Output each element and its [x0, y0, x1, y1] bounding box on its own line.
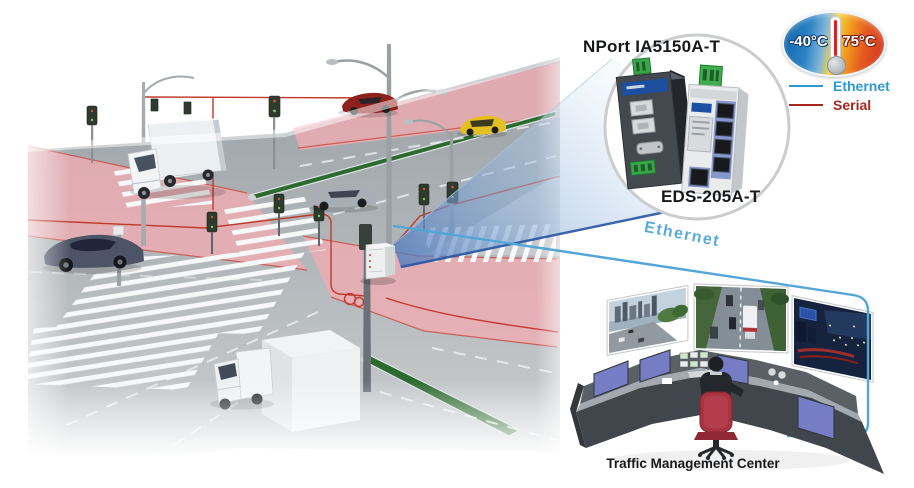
yellow-car [457, 115, 507, 138]
legend: Ethernet Serial [789, 76, 890, 114]
legend-serial: Serial [789, 95, 890, 114]
temp-max-label: 75°C [842, 33, 876, 50]
operator-chair [694, 391, 738, 460]
control-cabinet [360, 242, 396, 285]
traffic-management-center-label: Traffic Management Center [606, 456, 780, 471]
temp-min-label: -40°C [789, 33, 828, 50]
street-scene [0, 0, 582, 488]
serial-line-swatch [789, 103, 823, 106]
eds-switch [681, 64, 749, 197]
wall-monitor-1 [606, 284, 689, 356]
gray-sedan [310, 184, 378, 213]
device-callout [603, 33, 791, 221]
nport-device [615, 57, 695, 190]
temperature-range-badge: -40°C 75°C [782, 11, 886, 77]
legend-ethernet: Ethernet [789, 76, 890, 95]
wall-monitors [606, 283, 874, 384]
ethernet-line-swatch [789, 84, 823, 87]
eds-product-label: EDS-205A-T [661, 187, 761, 206]
nport-product-label: NPort IA5150A-T [583, 37, 721, 56]
wall-monitor-3 [791, 294, 874, 384]
thermometer-bulb [826, 56, 846, 75]
control-console [570, 349, 884, 474]
wall-monitor-2 [693, 283, 789, 354]
